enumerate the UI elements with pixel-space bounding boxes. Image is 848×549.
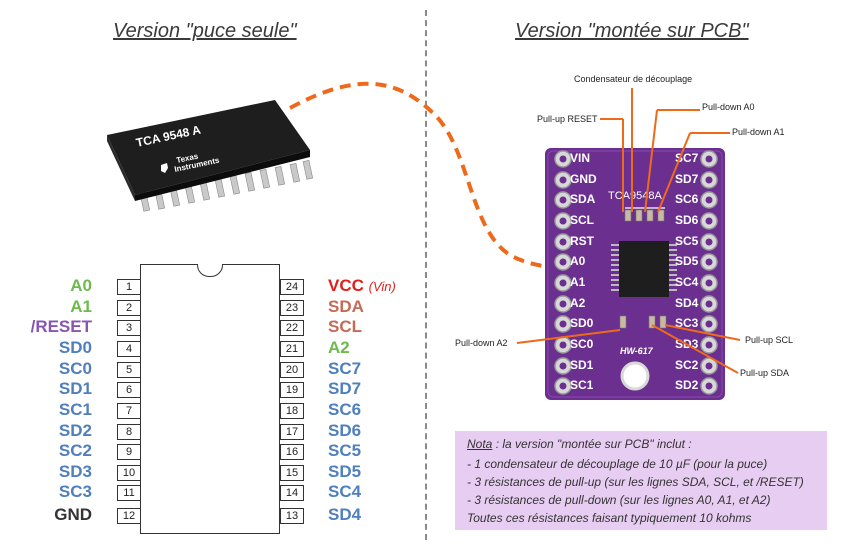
annotation-pulldown-a0: Pull-down A0 <box>702 102 755 112</box>
note-line-4: Toutes ces résistances faisant typiqueme… <box>467 511 751 525</box>
annotation-pulldown-a1: Pull-down A1 <box>732 127 785 137</box>
note-heading: Nota <box>467 437 492 451</box>
note-box: Nota : la version "montée sur PCB" inclu… <box>455 431 827 530</box>
annotation-pullup-reset: Pull-up RESET <box>537 114 598 124</box>
annotation-pullup-scl: Pull-up SCL <box>745 335 793 345</box>
annotation-pullup-sda: Pull-up SDA <box>740 368 789 378</box>
note-line-1: - 1 condensateur de découplage de 10 µF … <box>467 457 767 471</box>
note-intro-text: : la version "montée sur PCB" inclut : <box>492 437 691 451</box>
note-line-3: - 3 résistances de pull-down (sur les li… <box>467 493 770 507</box>
annotation-decoupling: Condensateur de découplage <box>574 74 692 84</box>
note-line-2: - 3 résistances de pull-up (sur les lign… <box>467 475 804 489</box>
annotation-pulldown-a2: Pull-down A2 <box>455 338 508 348</box>
note-intro: Nota : la version "montée sur PCB" inclu… <box>467 437 692 451</box>
